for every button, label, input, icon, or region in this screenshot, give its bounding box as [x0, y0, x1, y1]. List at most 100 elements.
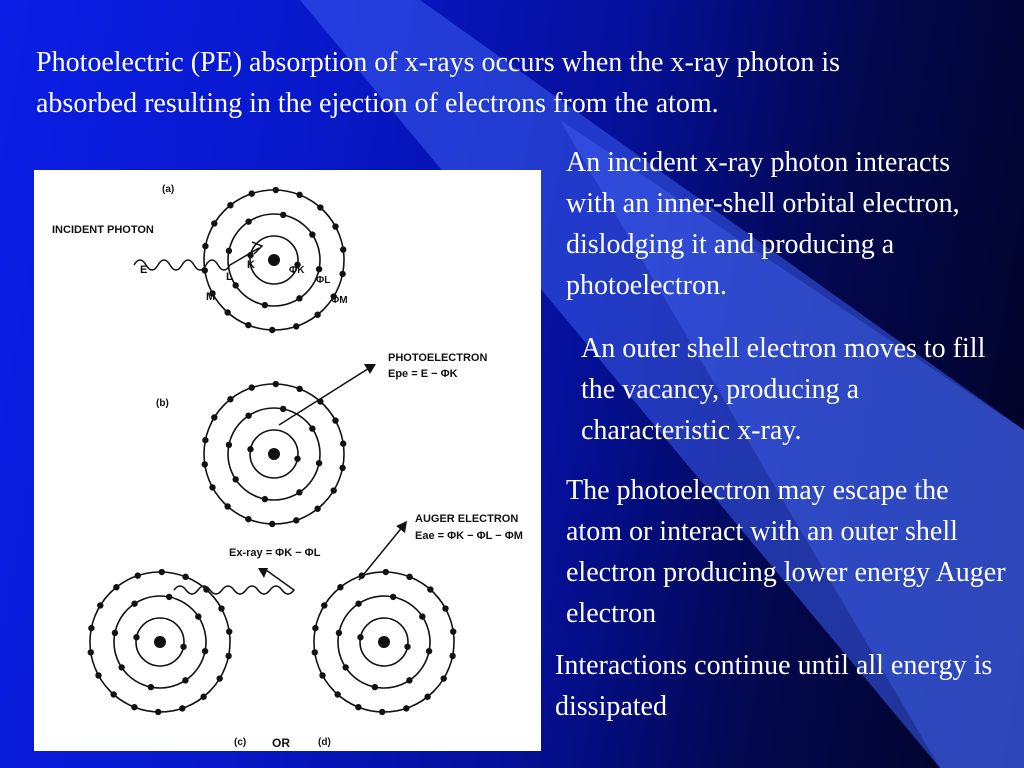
photoelectron-arrow: [278, 364, 375, 426]
atom-b: [201, 380, 347, 528]
electron-dot: [296, 295, 303, 302]
atom-a: [201, 186, 347, 334]
label-energy-e: E: [140, 264, 147, 276]
electron-dot: [155, 708, 162, 716]
electron-dot: [355, 600, 362, 607]
electron-dot: [131, 600, 138, 607]
electron-dot: [227, 202, 234, 209]
electron-dot: [261, 495, 269, 503]
electron-dot: [225, 441, 233, 449]
electron-dot: [225, 652, 232, 660]
photoelectron-arrowhead: [364, 364, 376, 374]
electron-dot: [218, 605, 225, 612]
label-phi-m: ΦM: [331, 295, 348, 306]
electron-dot: [337, 584, 344, 591]
shell-ring: [359, 617, 409, 667]
electron-dot: [389, 593, 397, 601]
shell-ring: [113, 595, 207, 689]
electron-dot: [111, 629, 119, 637]
electron-dot: [269, 520, 276, 528]
electron-dot: [339, 270, 346, 278]
electron-dot: [201, 647, 209, 655]
electron-dot: [224, 503, 231, 510]
electron-dot: [339, 464, 346, 472]
shell-ring: [249, 235, 299, 285]
label-auger-equation: Eae = ΦK − ΦL − ΦM: [415, 530, 523, 542]
paragraph-photoelectron-escape: The photoelectron may escape the atom or…: [566, 475, 1006, 629]
electron-dot: [272, 380, 279, 388]
electron-dot: [200, 693, 207, 700]
electron-dot: [293, 517, 300, 524]
electron-dot: [225, 247, 233, 255]
electron-dot: [272, 186, 279, 194]
shell-ring: [227, 213, 321, 307]
electron-dot: [293, 323, 300, 330]
characteristic-xray-wave: [173, 569, 296, 595]
electron-dot: [294, 455, 301, 462]
incident-photon-arrowhead: [251, 241, 264, 255]
electron-dot: [314, 311, 321, 318]
electron-dot: [311, 649, 318, 656]
electron-dot: [355, 703, 362, 711]
electron-dot: [261, 301, 269, 309]
electron-dot: [406, 573, 413, 581]
xray-arrowhead: [258, 568, 268, 578]
electron-dot: [180, 643, 187, 650]
electron-dot: [201, 267, 208, 274]
electron-dot: [332, 417, 339, 424]
electron-dot: [165, 593, 173, 601]
paragraph-energy-dissipated: Interactions continue until all energy i…: [555, 650, 993, 722]
electron-dot: [312, 624, 319, 632]
electron-dot: [314, 505, 321, 512]
electron-dot: [201, 461, 208, 468]
slide-title: Photoelectric (PE) absorption of x-rays …: [36, 47, 841, 119]
electron-dot: [245, 218, 252, 225]
electron-dot: [342, 664, 349, 671]
label-auger-electron: AUGER ELECTRON: [415, 513, 518, 525]
electron-dot: [87, 649, 94, 656]
incident-photon-wave: [133, 247, 260, 271]
electron-dot: [182, 573, 189, 581]
atom-d: [311, 568, 457, 716]
electron-dot: [195, 613, 202, 620]
electron-dot: [296, 191, 303, 199]
label-panel-a: (a): [162, 184, 174, 195]
atom-shells: [87, 186, 457, 716]
paragraph-incident-photon: An incident x-ray photon interacts with …: [566, 147, 960, 301]
electron-dot: [179, 705, 186, 712]
label-phi-l: ΦL: [316, 275, 330, 286]
label-shell-l: L: [226, 271, 233, 283]
electron-dot: [279, 211, 287, 219]
electron-dot: [440, 675, 447, 682]
electron-dot: [202, 436, 209, 444]
electron-dot: [245, 321, 252, 329]
nucleus: [154, 636, 166, 648]
electron-dot: [315, 459, 323, 467]
electron-dot: [442, 605, 449, 612]
electron-dot: [371, 683, 379, 691]
electron-dot: [269, 326, 276, 334]
electron-dot: [248, 384, 255, 391]
shell-ring: [337, 595, 431, 689]
electron-dot: [247, 446, 254, 453]
electron-dot: [330, 293, 337, 300]
atom-c: [87, 568, 233, 716]
electron-dot: [133, 634, 140, 641]
label-panel-b: (b): [156, 398, 169, 409]
electron-dot: [321, 602, 328, 609]
electron-dot: [147, 683, 155, 691]
electron-dot: [182, 677, 189, 684]
electron-dot: [424, 693, 431, 700]
electron-dot: [211, 220, 218, 227]
electron-dot: [134, 572, 141, 579]
electron-dot: [332, 223, 339, 230]
label-panel-c: (c): [234, 737, 246, 748]
electron-dot: [248, 190, 255, 197]
electron-dot: [88, 624, 95, 632]
shell-ring: [249, 429, 299, 479]
electron-dot: [211, 414, 218, 421]
electron-dot: [296, 489, 303, 496]
electron-dot: [209, 484, 216, 491]
electron-dot: [216, 675, 223, 682]
auger-arrowhead: [396, 521, 407, 533]
